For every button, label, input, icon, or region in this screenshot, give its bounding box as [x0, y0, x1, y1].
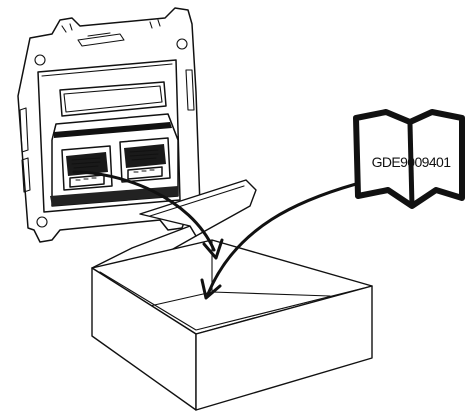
arrow-manual-to-box [200, 182, 358, 300]
arrow-socket-to-box [72, 170, 224, 260]
open-book-icon [353, 109, 465, 209]
open-box-icon [91, 179, 373, 411]
data-socket-icon [17, 7, 201, 243]
manual-code-label: GDE9009401 [371, 154, 451, 170]
